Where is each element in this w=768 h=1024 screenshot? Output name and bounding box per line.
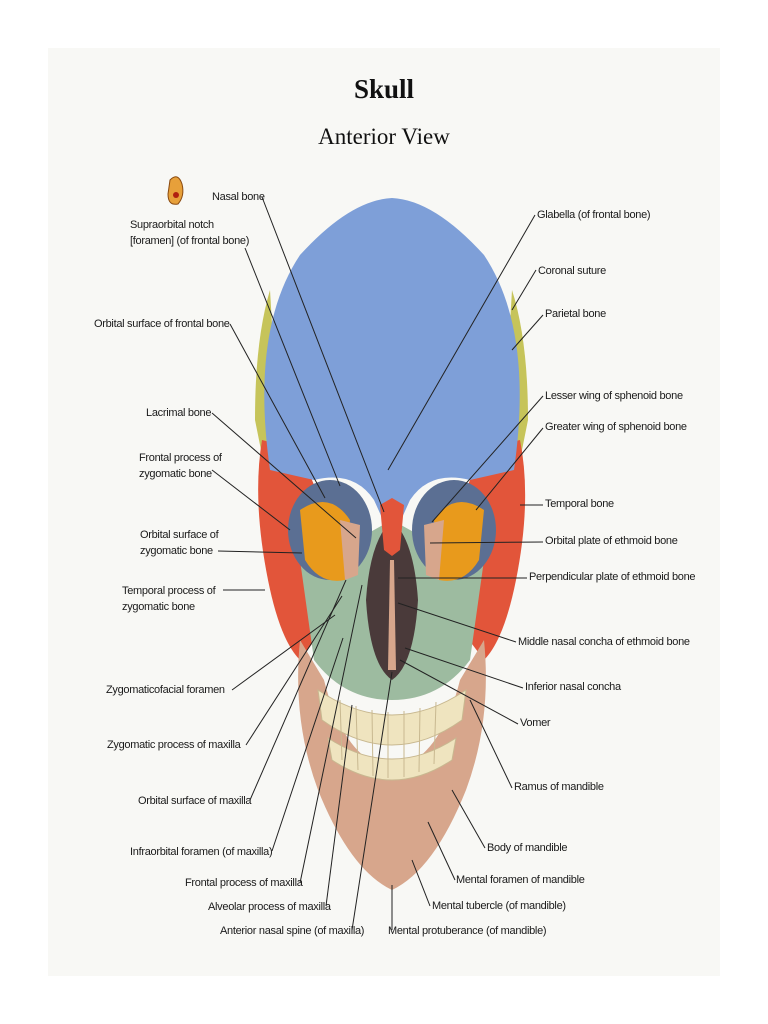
label-orbital-surface-zygomatic-2: zygomatic bone [140,545,213,557]
label-zygomatic-process-maxilla: Zygomatic process of maxilla [107,739,241,751]
label-temporal-process-zygomatic: Temporal process of [122,585,216,597]
label-inferior-nasal-concha: Inferior nasal concha [525,681,621,693]
label-frontal-process-zygomatic-2: zygomatic bone [139,468,212,480]
label-orbital-surface-frontal: Orbital surface of frontal bone [94,318,230,330]
label-nasal-bone: Nasal bone [212,191,265,203]
label-perpendicular-plate-ethmoid: Perpendicular plate of ethmoid bone [529,571,696,583]
label-parietal-bone: Parietal bone [545,308,606,320]
label-alveolar-process-maxilla: Alveolar process of maxilla [208,901,331,913]
mandible [298,640,486,890]
label-mental-tubercle: Mental tubercle (of mandible) [432,900,566,912]
label-ramus-mandible: Ramus of mandible [514,781,604,793]
label-mental-protuberance: Mental protuberance (of mandible) [388,925,547,937]
label-temporal-bone: Temporal bone [545,498,614,510]
diagram-subtitle: Anterior View [318,124,450,149]
label-mental-foramen: Mental foramen of mandible [456,874,585,886]
label-middle-nasal-concha: Middle nasal concha of ethmoid bone [518,636,690,648]
teeth [317,688,467,781]
label-orbital-surface-zygomatic: Orbital surface of [140,529,219,541]
label-glabella: Glabella (of frontal bone) [537,209,651,221]
leader-lines [211,196,544,931]
orbit-right [412,480,496,581]
label-lesser-wing-sphenoid: Lesser wing of sphenoid bone [545,390,683,402]
label-anterior-nasal-spine: Anterior nasal spine (of maxilla) [220,925,365,937]
nasal-septum [388,560,396,670]
label-vomer: Vomer [520,717,551,729]
label-frontal-process-zygomatic: Frontal process of [139,452,222,464]
frontal-bone [264,198,520,540]
label-temporal-process-zygomatic-2: zygomatic bone [122,601,195,613]
label-supraorbital-notch: Supraorbital notch [130,219,214,231]
label-orbital-surface-maxilla: Orbital surface of maxilla [138,795,252,807]
label-supraorbital-notch-2: [foramen] (of frontal bone) [130,235,250,247]
nasal-bones [380,498,404,556]
label-body-mandible: Body of mandible [487,842,568,854]
label-infraorbital-foramen: Infraorbital foramen (of maxilla) [130,846,273,858]
label-coronal-suture: Coronal suture [538,265,606,277]
label-greater-wing-sphenoid: Greater wing of sphenoid bone [545,421,687,433]
skull-orientation-icon [167,176,184,205]
label-zygomaticofacial-foramen: Zygomaticofacial foramen [106,684,225,696]
diagram-title: Skull [353,74,415,104]
label-frontal-process-maxilla: Frontal process of maxilla [185,877,303,889]
label-orbital-plate-ethmoid: Orbital plate of ethmoid bone [545,535,678,547]
label-lacrimal-bone: Lacrimal bone [146,407,212,419]
